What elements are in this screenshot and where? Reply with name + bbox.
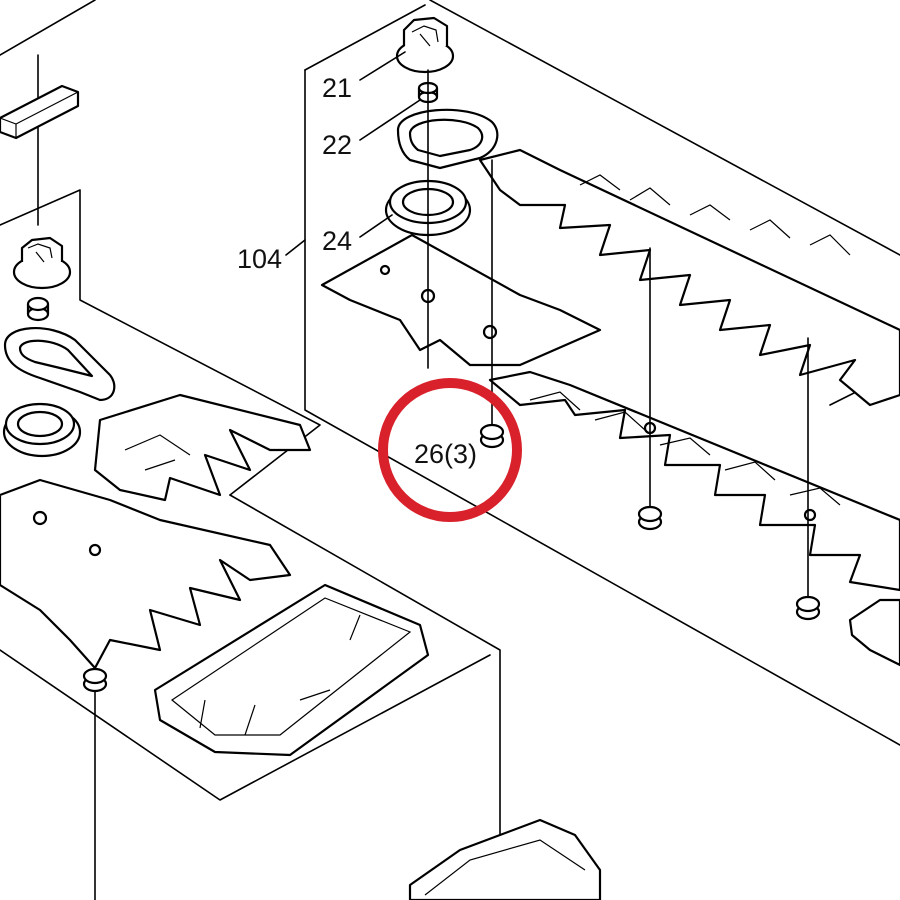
right-edge-part <box>848 598 900 667</box>
bolt-axis-lines <box>427 69 809 603</box>
lower-blade-part <box>488 370 900 592</box>
left-bottom-bolt <box>82 667 108 693</box>
upper-blade-part <box>478 148 900 407</box>
left-keyhole-plate <box>3 327 116 402</box>
left-gear-part <box>12 236 72 290</box>
bolt-part-26 <box>479 423 821 621</box>
left-spacer-bar <box>0 84 80 140</box>
left-nut-part <box>26 296 50 322</box>
callout-104: 104 <box>237 244 282 274</box>
left-blade-guard <box>153 583 430 757</box>
left-upper-blade <box>93 393 312 502</box>
callout-21: 21 <box>322 73 352 103</box>
mounting-plate-part <box>320 233 602 367</box>
callout-22: 22 <box>322 130 352 160</box>
callout-24: 24 <box>322 226 352 256</box>
bottom-housing-part <box>408 818 602 900</box>
leader-lines <box>285 51 421 256</box>
left-bearing-part <box>2 402 82 458</box>
callout-26: 26(3) <box>414 439 477 469</box>
gear-part-21 <box>395 16 455 74</box>
highlight-circle <box>378 378 522 522</box>
left-lower-blade <box>0 478 292 670</box>
